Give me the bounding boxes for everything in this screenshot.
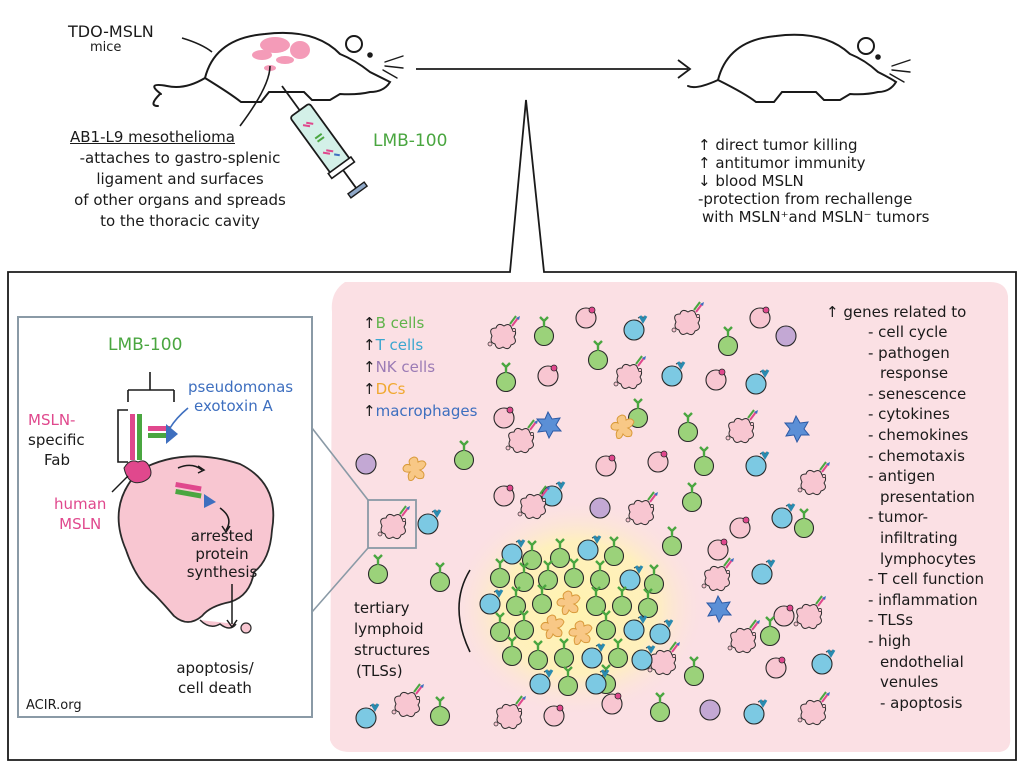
nk-cell-icon <box>699 699 721 721</box>
death-line: cell death <box>178 679 252 697</box>
tumor-cell-icon <box>749 306 771 329</box>
arrested-synthesis-label: arrested protein synthesis <box>168 527 276 581</box>
tls-label-line: structures <box>354 641 430 659</box>
fab-label-line: specific <box>28 431 85 449</box>
gene-item: - TLSs <box>868 611 914 630</box>
arrested-line: arrested <box>190 527 254 545</box>
tumor-cell-icon <box>543 704 565 727</box>
gene-item: response <box>880 364 949 383</box>
gene-item: - chemotaxis <box>868 446 965 465</box>
cell-increase-item: ↑B cells <box>363 314 425 332</box>
gene-item: - pathogen <box>868 343 950 362</box>
gene-item: - inflammation <box>868 590 978 609</box>
tumor-title: AB1-L9 mesothelioma <box>70 128 235 146</box>
tumor-cell-icon <box>493 484 515 507</box>
mouse-model-name: TDO-MSLN <box>68 22 154 41</box>
inset-drug-label: LMB-100 <box>108 335 183 355</box>
genes-list: ↑ genes related to - cell cycle - pathoge… <box>826 302 984 713</box>
nk-cell-icon <box>355 453 377 475</box>
cell-increase-item: ↑NK cells <box>363 358 436 376</box>
tumor-description: AB1-L9 mesothelioma -attaches to gastro-… <box>30 128 330 232</box>
tumor-cell-icon <box>729 516 751 539</box>
fab-label-line: MSLN- <box>28 411 76 429</box>
tumor-cell-icon <box>493 406 515 429</box>
syringe-icon <box>281 85 369 199</box>
tls-label-line: lymphoid <box>354 620 424 638</box>
gene-item: - antigen <box>868 467 936 486</box>
gene-item: - cytokines <box>868 405 950 424</box>
gene-item: - tumor- <box>868 508 928 527</box>
tumor-desc-line: to the thoracic cavity <box>100 212 260 230</box>
arrested-line: synthesis <box>186 563 258 581</box>
gene-item: infiltrating <box>880 528 958 547</box>
cell-increase-item: ↑T cells <box>363 336 424 354</box>
tls-label: tertiary lymphoid structures (TLSs) <box>354 598 430 682</box>
antigen-label-line: MSLN <box>59 515 102 533</box>
nk-cell-icon <box>775 325 797 347</box>
tumor-cell-icon <box>575 306 597 329</box>
outcome-item: with MSLN⁺and MSLN⁻ tumors <box>702 208 930 226</box>
arrested-line: protein <box>195 545 249 563</box>
cell-increase-item: ↑DCs <box>363 380 406 398</box>
gene-item: - chemokines <box>868 425 969 444</box>
mouse-model-sub: mice <box>90 40 122 55</box>
outcome-item: -protection from rechallenge <box>698 190 913 208</box>
tumor-cell-icon <box>601 692 623 715</box>
genes-items: - cell cycle - pathogen response- senescen… <box>826 322 984 713</box>
outcomes-list: ↑ direct tumor killing ↑ antitumor immun… <box>698 136 929 226</box>
gene-item: endothelial <box>880 652 964 671</box>
tumor-nodules <box>252 37 310 71</box>
gene-item: - senescence <box>868 384 967 403</box>
mouse-icon <box>687 33 911 103</box>
tumor-cell-icon <box>765 656 787 679</box>
tumor-cell-icon <box>117 455 275 634</box>
gene-item: - cell cycle <box>868 323 948 341</box>
toxin-label: pseudomonas exotoxin A <box>188 378 293 416</box>
gene-item: - high <box>868 631 911 650</box>
tumor-cell-icon <box>537 364 559 387</box>
outcome-item: ↑ direct tumor killing <box>698 136 858 154</box>
cell-increase-list: ↑B cells ↑T cells ↑NK cells ↑DCs ↑macrophage… <box>363 312 477 422</box>
tumor-cell-icon <box>773 604 795 627</box>
zoom-square <box>367 499 417 549</box>
mouse-model-label: TDO-MSLN mice <box>68 22 154 55</box>
tumor-desc-line: of other organs and spreads <box>74 191 286 209</box>
toxin-label-line: pseudomonas <box>188 378 294 396</box>
tumor-desc-line: ligament and surfaces <box>96 170 264 188</box>
immunotoxin-icon <box>117 372 238 629</box>
tls-label-line: tertiary <box>354 599 410 617</box>
tumor-cell-icon <box>707 538 729 561</box>
cell-increase-item: ↑macrophages <box>363 402 478 420</box>
gene-item: - T cell function <box>868 570 984 589</box>
cell-death-label: apoptosis/ cell death <box>160 658 270 698</box>
genes-title: ↑ genes related to <box>826 303 967 321</box>
tls-label-line: (TLSs) <box>356 662 403 680</box>
gene-item: presentation <box>880 487 975 506</box>
mouse-icon <box>152 31 404 107</box>
antigen-label-line: human <box>54 495 107 513</box>
gene-item: venules <box>880 673 939 692</box>
gene-item: lymphocytes <box>880 549 976 568</box>
outcome-item: ↑ antitumor immunity <box>698 154 866 172</box>
fab-label-line: Fab <box>44 451 70 469</box>
antigen-label: human MSLN <box>54 494 106 534</box>
tumor-cell-icon <box>705 368 727 391</box>
gene-item: - apoptosis <box>880 693 963 712</box>
credit-label[interactable]: ACIR.org <box>26 698 82 713</box>
tumor-cell-icon <box>647 450 669 473</box>
death-line: apoptosis/ <box>176 659 254 677</box>
drug-label: LMB-100 <box>373 131 448 151</box>
toxin-label-line: exotoxin A <box>194 397 273 415</box>
nk-cell-icon <box>589 497 611 519</box>
tumor-desc-line: -attaches to gastro-splenic <box>79 149 281 167</box>
outcome-item: ↓ blood MSLN <box>698 172 804 190</box>
fab-label: MSLN- specific Fab <box>28 410 85 470</box>
tumor-cell-icon <box>595 454 617 477</box>
